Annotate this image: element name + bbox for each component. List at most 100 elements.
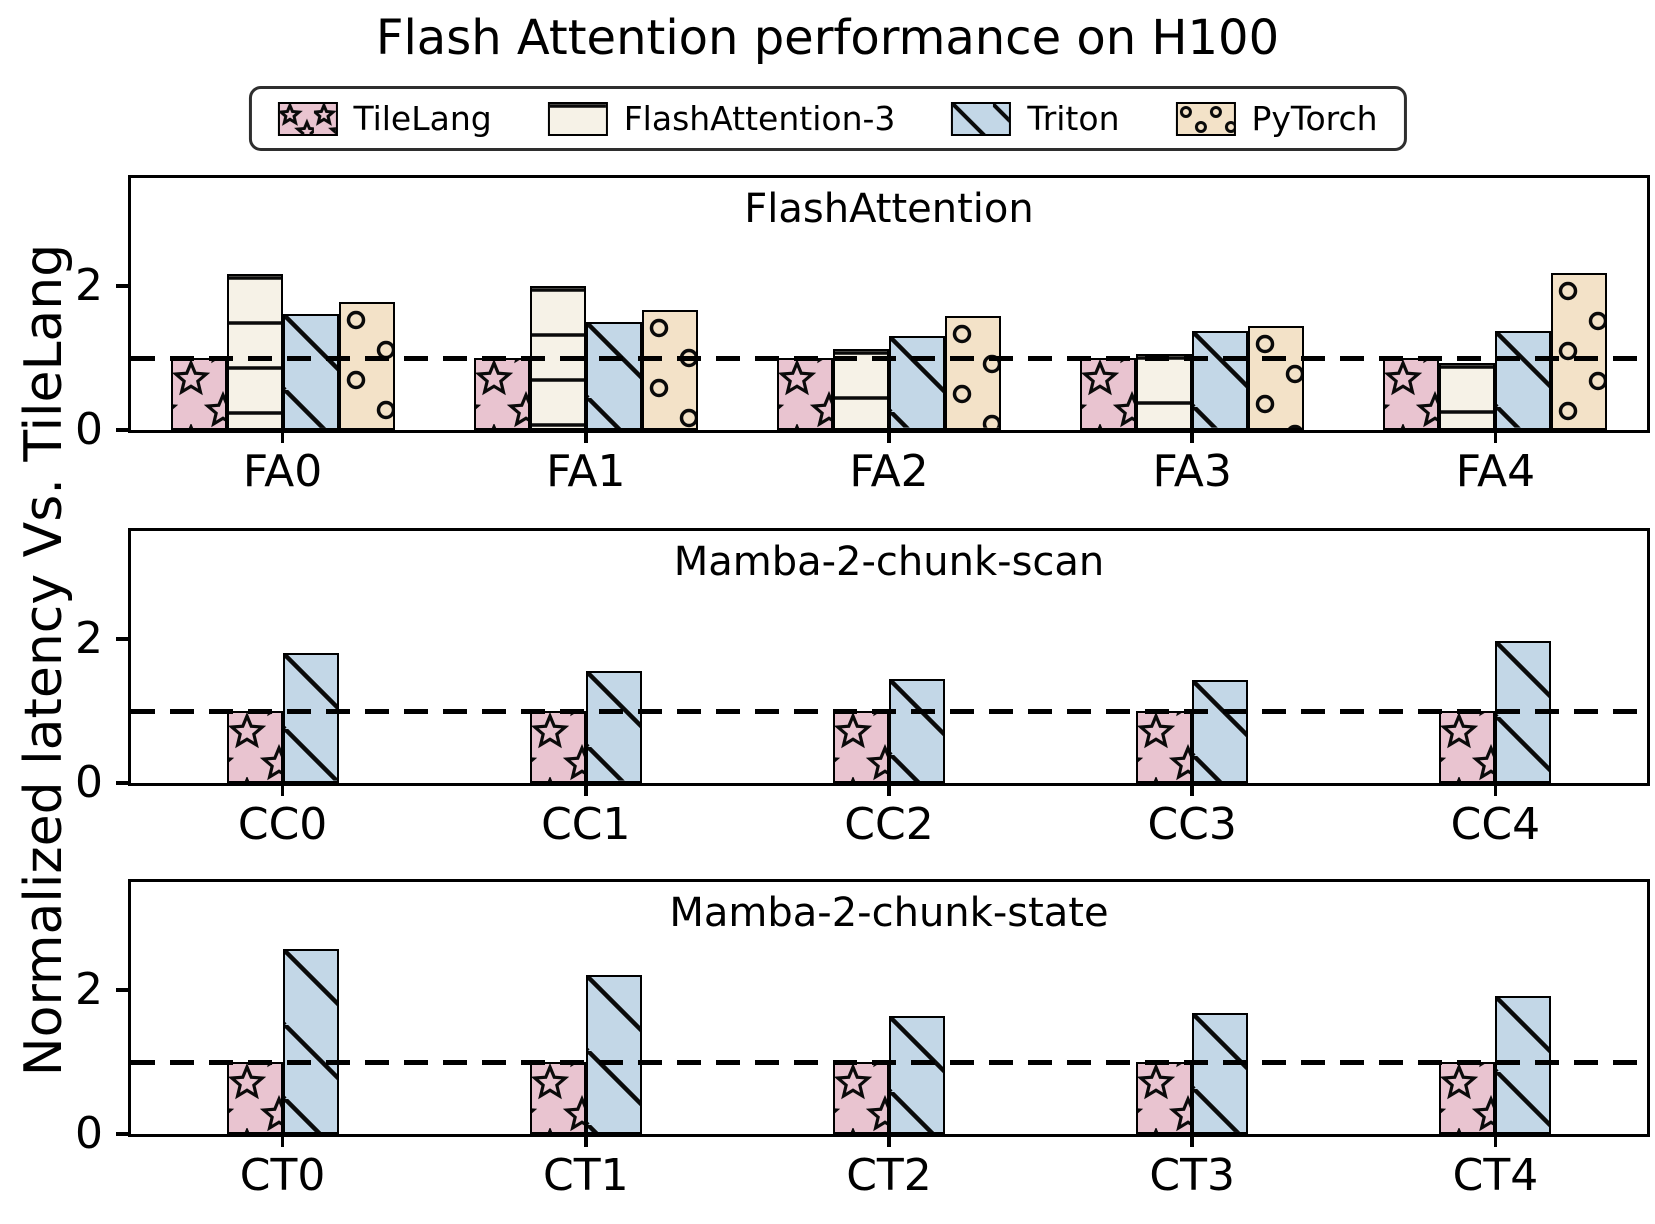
x-tick-mark-cc0 xyxy=(280,783,285,796)
reference-line-y1 xyxy=(131,355,1647,361)
bar-triton-cc0 xyxy=(282,653,339,783)
plot-title-mamba-2-chunk-state: Mamba-2-chunk-state xyxy=(669,890,1109,936)
x-tick-label-fa0: FA0 xyxy=(242,446,323,497)
reference-line-y1 xyxy=(131,1059,1647,1065)
bar-triton-cc2 xyxy=(889,678,945,783)
x-tick-mark-fa3 xyxy=(1190,430,1194,443)
bar-tilelang-ct3 xyxy=(1136,1062,1193,1134)
bar-tilelang-fa1 xyxy=(473,358,530,430)
y-tick-mark-0 xyxy=(116,428,129,432)
bar-tilelang-ct4 xyxy=(1439,1062,1496,1134)
x-tick-mark-cc1 xyxy=(584,783,588,796)
x-tick-label-ct3: CT3 xyxy=(1149,1150,1235,1201)
bar-triton-fa1 xyxy=(585,322,642,430)
x-tick-label-ct4: CT4 xyxy=(1452,1150,1539,1201)
legend-label-flashattention-3: FlashAttention-3 xyxy=(623,99,896,138)
y-tick-mark-2 xyxy=(116,637,129,641)
bar-pytorch-fa1 xyxy=(641,310,698,430)
legend-item-flashattention-3: FlashAttention-3 xyxy=(547,99,896,138)
y-tick-label-0: 0 xyxy=(75,404,103,455)
bar-triton-cc3 xyxy=(1192,680,1249,783)
bar-triton-fa3 xyxy=(1192,331,1249,430)
bar-tilelang-fa4 xyxy=(1383,358,1440,430)
legend-item-pytorch: PyTorch xyxy=(1175,99,1378,138)
bar-flashattention-3-fa2 xyxy=(833,349,889,430)
bar-tilelang-ct2 xyxy=(833,1062,889,1134)
legend-item-triton: Triton xyxy=(951,99,1119,138)
bar-triton-fa2 xyxy=(889,336,945,430)
x-tick-label-cc4: CC4 xyxy=(1450,799,1541,850)
y-tick-label-0: 0 xyxy=(75,1108,103,1159)
bar-pytorch-fa0 xyxy=(338,301,395,430)
x-tick-mark-cc2 xyxy=(887,783,891,796)
legend-label-tilelang: TileLang xyxy=(353,99,492,138)
x-tick-label-fa2: FA2 xyxy=(849,446,929,497)
x-tick-label-ct0: CT0 xyxy=(239,1150,326,1201)
y-tick-label-2: 2 xyxy=(75,613,103,664)
legend-label-triton: Triton xyxy=(1027,99,1120,138)
y-tick-mark-2 xyxy=(116,284,129,288)
x-tick-mark-fa0 xyxy=(280,430,285,443)
bar-triton-ct2 xyxy=(889,1015,945,1134)
x-tick-mark-ct4 xyxy=(1493,1134,1498,1147)
legend: TileLang FlashAttention-3 Triton PyTorch xyxy=(248,86,1407,151)
y-tick-mark-0 xyxy=(116,781,129,785)
bar-triton-ct1 xyxy=(585,974,642,1134)
x-tick-label-ct1: CT1 xyxy=(543,1150,629,1201)
x-tick-mark-cc3 xyxy=(1190,783,1194,796)
x-tick-mark-ct2 xyxy=(887,1134,891,1147)
bar-tilelang-cc3 xyxy=(1136,711,1193,783)
bar-tilelang-fa3 xyxy=(1080,358,1137,430)
bar-flashattention-3-fa4 xyxy=(1439,363,1496,430)
bar-flashattention-3-fa3 xyxy=(1136,354,1193,430)
bar-triton-cc1 xyxy=(585,671,642,783)
x-tick-label-ct2: CT2 xyxy=(846,1150,932,1201)
y-tick-label-2: 2 xyxy=(75,964,103,1015)
x-tick-mark-fa4 xyxy=(1493,430,1498,443)
y-tick-label-0: 0 xyxy=(75,757,103,808)
bar-tilelang-cc1 xyxy=(529,711,586,783)
legend-swatch-flashattention-3-icon xyxy=(547,101,608,136)
reference-line-y1 xyxy=(131,708,1647,714)
x-tick-label-cc0: CC0 xyxy=(237,799,328,850)
bar-tilelang-ct0 xyxy=(226,1062,283,1134)
x-tick-label-cc3: CC3 xyxy=(1147,799,1237,850)
x-tick-mark-ct3 xyxy=(1190,1134,1194,1147)
x-tick-mark-ct0 xyxy=(280,1134,285,1147)
bar-pytorch-fa4 xyxy=(1551,273,1608,430)
bar-pytorch-fa2 xyxy=(945,316,1001,430)
bar-tilelang-cc2 xyxy=(833,711,889,783)
y-tick-mark-0 xyxy=(116,1132,129,1136)
x-tick-mark-cc4 xyxy=(1493,783,1498,796)
x-tick-label-fa4: FA4 xyxy=(1455,446,1536,497)
x-tick-mark-fa1 xyxy=(584,430,588,443)
x-tick-mark-fa2 xyxy=(887,430,891,443)
bar-triton-ct0 xyxy=(282,948,339,1134)
x-tick-label-fa3: FA3 xyxy=(1152,446,1232,497)
legend-swatch-pytorch-icon xyxy=(1175,101,1236,136)
bar-triton-fa0 xyxy=(282,314,339,430)
x-tick-label-fa1: FA1 xyxy=(546,446,626,497)
legend-swatch-triton-icon xyxy=(951,101,1012,136)
legend-swatch-tilelang-icon xyxy=(277,101,338,136)
bar-tilelang-cc4 xyxy=(1439,711,1496,783)
legend-label-pytorch: PyTorch xyxy=(1251,99,1378,138)
figure-title: Flash Attention performance on H100 xyxy=(375,10,1280,66)
bar-triton-fa4 xyxy=(1495,331,1552,430)
bar-tilelang-cc0 xyxy=(226,711,283,783)
x-tick-mark-ct1 xyxy=(584,1134,588,1147)
bar-tilelang-fa2 xyxy=(777,358,833,430)
plot-title-mamba-2-chunk-scan: Mamba-2-chunk-scan xyxy=(673,539,1105,585)
bar-pytorch-fa3 xyxy=(1248,325,1305,430)
legend-item-tilelang: TileLang xyxy=(277,99,492,138)
y-tick-label-2: 2 xyxy=(75,260,103,311)
y-tick-mark-2 xyxy=(116,988,129,992)
bar-tilelang-ct1 xyxy=(529,1062,586,1134)
x-tick-label-cc1: CC1 xyxy=(541,799,631,850)
x-tick-label-cc2: CC2 xyxy=(844,799,934,850)
bar-triton-ct3 xyxy=(1192,1013,1249,1134)
plot-title-flashattention: FlashAttention xyxy=(744,186,1034,232)
